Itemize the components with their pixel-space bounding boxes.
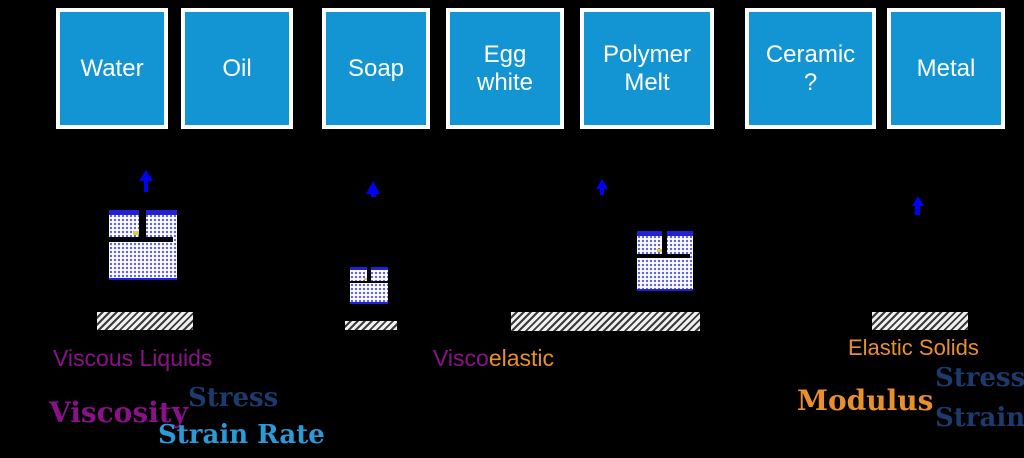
material-box-ceramic: Ceramic ? xyxy=(745,8,876,129)
arrow-stem xyxy=(915,206,920,215)
viscoelastic-visco-label: Visco xyxy=(433,345,489,371)
material-box-metal: Metal xyxy=(887,8,1005,129)
viscous-liquids-label: Viscous Liquids xyxy=(53,345,213,371)
block-cap xyxy=(109,210,139,216)
strain-label-right: Strain xyxy=(935,403,1024,433)
arrow-head xyxy=(366,181,380,194)
material-box-label: Soap xyxy=(347,54,405,82)
block-gap xyxy=(366,267,371,284)
arrow-head xyxy=(596,179,608,189)
material-box-label: Ceramic ? xyxy=(765,40,856,96)
block-gap xyxy=(661,231,668,259)
liquid-block-icon xyxy=(348,267,388,304)
arrow-head xyxy=(139,170,153,181)
hatched-surface-icon xyxy=(511,312,700,331)
up-arrow-icon xyxy=(911,196,924,215)
material-box-label: Metal xyxy=(916,54,976,82)
material-box-label: Polymer Melt xyxy=(602,40,692,96)
material-box-water: Water xyxy=(56,8,168,129)
yellow-mark xyxy=(363,277,367,280)
block-cap xyxy=(145,210,177,216)
arrow-head xyxy=(911,196,924,206)
block-gap xyxy=(138,210,146,242)
up-arrow-icon xyxy=(139,170,153,192)
material-box-oil: Oil xyxy=(181,8,293,129)
block-slot xyxy=(106,236,173,242)
material-box-egg-white: Egg white xyxy=(446,8,564,129)
block-cap xyxy=(370,267,388,270)
yellow-mark xyxy=(133,231,139,236)
hatched-surface-icon xyxy=(872,312,968,330)
viscosity-label: Viscosity xyxy=(49,396,188,429)
yellow-mark xyxy=(657,248,662,253)
block-cap xyxy=(637,231,662,236)
material-box-label: Water xyxy=(80,54,144,82)
up-arrow-icon xyxy=(366,181,380,197)
material-box-polymer-melt: Polymer Melt xyxy=(580,8,714,129)
strain-rate-label: Strain Rate xyxy=(158,420,325,450)
material-box-label: Egg white xyxy=(476,40,534,96)
up-arrow-icon xyxy=(596,179,608,195)
stress-label-right: Stress xyxy=(935,363,1024,393)
viscoelastic-label: Viscoelastic xyxy=(433,345,554,372)
block-slot xyxy=(635,253,690,259)
block-cap xyxy=(350,267,367,270)
block-cap xyxy=(667,231,693,236)
block-slot xyxy=(348,280,388,284)
viscoelastic-elastic-label: elastic xyxy=(488,345,555,371)
hatched-surface-icon xyxy=(97,312,193,330)
elastic-solids-label: Elastic Solids xyxy=(848,335,979,360)
modulus-label: Modulus xyxy=(797,384,934,417)
material-box-soap: Soap xyxy=(322,8,430,129)
arrow-stem xyxy=(600,189,604,195)
liquid-block-icon xyxy=(106,210,177,280)
arrow-stem xyxy=(370,194,376,197)
liquid-block-icon xyxy=(635,231,693,291)
material-box-label: Oil xyxy=(222,54,252,82)
stress-label-left: Stress xyxy=(188,383,279,413)
hatched-surface-icon xyxy=(345,321,397,330)
arrow-stem xyxy=(144,181,148,192)
